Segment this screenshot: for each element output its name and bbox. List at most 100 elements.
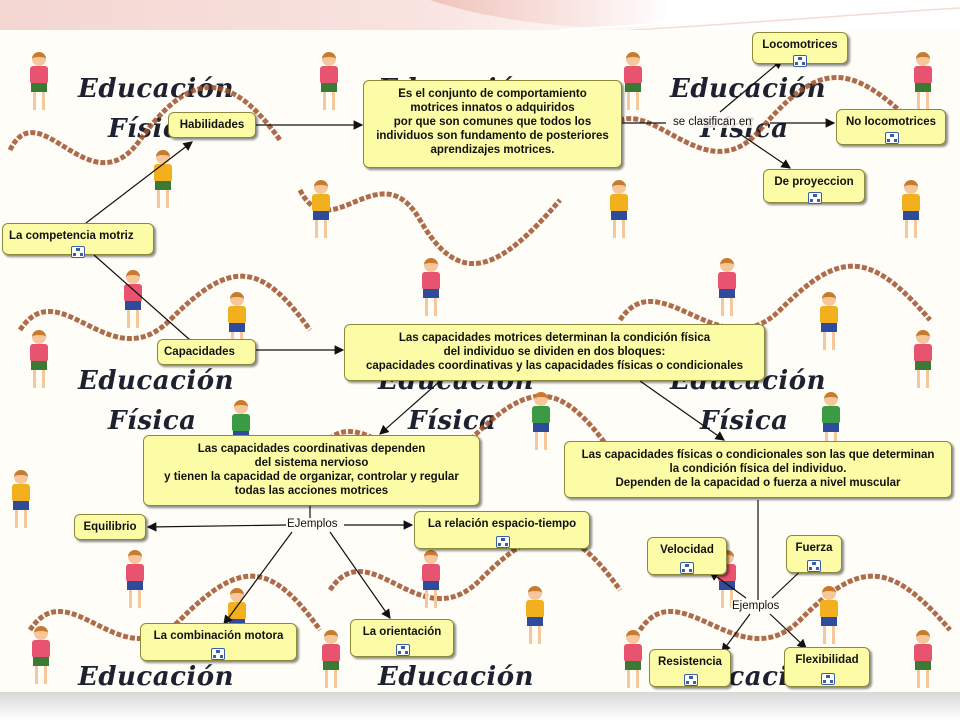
node-relacion-espacio-tiempo[interactable]: La relación espacio-tiempo [414,511,590,549]
concept-map-area: Educación Física Educación Educación Fís… [0,30,960,692]
definition-line: del individuo se dividen en dos bloques: [443,346,666,358]
child-figure [310,180,332,238]
node-label: Habilidades [179,119,245,131]
child-figure [30,626,52,684]
link-ejemplos-resistencia [721,613,751,653]
node-combinacion-motora[interactable]: La combinación motora [140,623,297,661]
node-locomotrices[interactable]: Locomotrices [752,32,848,67]
node-label: Flexibilidad [795,654,859,666]
link-ejemplos-orientacion [329,531,391,619]
child-figure [912,330,934,388]
concept-map-link-icon[interactable] [396,644,410,656]
concept-map-link-icon[interactable] [807,560,821,572]
node-label: La relación espacio-tiempo [427,518,577,530]
node-label: Equilibrio [83,521,137,533]
child-figure [420,258,442,316]
concept-map-link-icon[interactable] [821,673,835,685]
child-figure [818,292,840,350]
watermark-educacion: Educación [78,662,235,692]
node-flexibilidad[interactable]: Flexibilidad [784,647,870,687]
concept-map-link-icon[interactable] [211,648,225,660]
node-label: Locomotrices [762,39,838,51]
link-ejemplos-combinacion [223,531,293,625]
child-figure [318,52,340,110]
concept-map-link-icon[interactable] [885,132,899,144]
concept-map-link-icon[interactable] [793,55,807,67]
node-no-locomotrices[interactable]: No locomotrices [836,109,946,145]
node-orientacion[interactable]: La orientación [350,619,454,657]
watermark-fisica: Física [700,406,789,436]
node-habilidades-definicion[interactable]: Es el conjunto de comportamiento motrice… [363,80,622,168]
definition-line: Dependen de la capacidad o fuerza a nive… [615,477,901,489]
node-equilibrio[interactable]: Equilibrio [74,514,146,540]
node-de-proyeccion[interactable]: De proyeccion [763,169,865,204]
header-swoosh [0,0,960,32]
link-ejemplos-flexibilidad [769,613,807,649]
definition-line: motrices innatos o adquiridos [410,102,575,114]
concept-map-link-icon[interactable] [680,562,694,574]
node-label: Velocidad [660,544,714,556]
link-label-se-clasifican: se clasifican en [672,116,753,128]
child-figure [320,630,342,688]
concept-map-link-icon[interactable] [684,674,698,686]
node-competencia-motriz[interactable]: La competencia motriz [2,223,154,258]
definition-line: Las capacidades motrices determinan la c… [398,332,711,344]
definition-line: y tienen la capacidad de organizar, cont… [164,471,459,483]
child-figure [10,470,32,528]
slide-bottom-shadow [0,692,960,720]
link-label-ejemplos: Ejemplos [731,600,781,612]
concept-map-link-icon[interactable] [496,536,510,548]
concept-map-link-icon[interactable] [71,246,85,258]
watermark-educacion: Educación [378,662,535,692]
child-figure [622,630,644,688]
slide-header-band [0,0,960,32]
link-competencia-capacidades [93,254,191,341]
definition-line: Es el conjunto de comportamiento [398,88,587,100]
node-label: La combinación motora [153,630,284,642]
definition-line: individuos son fundamento de posteriores [376,130,609,142]
node-velocidad[interactable]: Velocidad [647,537,727,575]
node-label: Capacidades [164,346,235,358]
child-figure [122,270,144,328]
link-competencia-habilidades [85,141,193,224]
definition-line: todas las acciones motrices [234,485,389,497]
node-resistencia[interactable]: Resistencia [649,649,731,687]
definition-line: por que son comunes que todos los [393,116,592,128]
child-figure [152,150,174,208]
definition-line: Las capacidades coordinativas dependen [197,443,426,455]
node-fisicas-definicion[interactable]: Las capacidades físicas o condicionales … [564,441,952,498]
definition-line: del sistema nervioso [254,457,369,469]
node-label: La orientación [362,626,442,638]
node-label: Resistencia [658,656,722,668]
node-label: La competencia motriz [9,230,134,242]
link-ejemplos-velocidad [709,571,747,599]
child-figure [420,550,442,608]
child-figure [716,258,738,316]
link-to-fisicas [639,380,725,441]
definition-line: la condición física del individuo. [669,463,847,475]
definition-line: Las capacidades físicas o condicionales … [581,449,935,461]
child-figure [818,586,840,644]
child-figure [124,550,146,608]
link-to-coordinativas [379,380,441,435]
child-figure [530,392,552,450]
definition-line: capacidades coordinativas y las capacida… [365,360,744,372]
node-label: No locomotrices [845,116,937,128]
node-label: Fuerza [795,542,833,554]
definition-line: aprendizajes motrices. [430,144,555,156]
node-label: De proyeccion [774,176,854,188]
child-figure [608,180,630,238]
node-habilidades[interactable]: Habilidades [168,112,256,138]
child-figure [912,52,934,110]
node-capacidades[interactable]: Capacidades [157,339,256,365]
node-coordinativas-definicion[interactable]: Las capacidades coordinativas dependen d… [143,435,480,506]
link-to-proyeccion [739,133,791,169]
node-capacidades-definicion[interactable]: Las capacidades motrices determinan la c… [344,324,765,381]
child-figure [622,52,644,110]
link-label-ejemplos: EJemplos [286,518,339,530]
child-figure [912,630,934,688]
link-to-locomotrices [719,59,783,113]
watermark-fisica: Física [408,406,497,436]
node-fuerza[interactable]: Fuerza [786,535,842,573]
concept-map-link-icon[interactable] [808,192,822,204]
